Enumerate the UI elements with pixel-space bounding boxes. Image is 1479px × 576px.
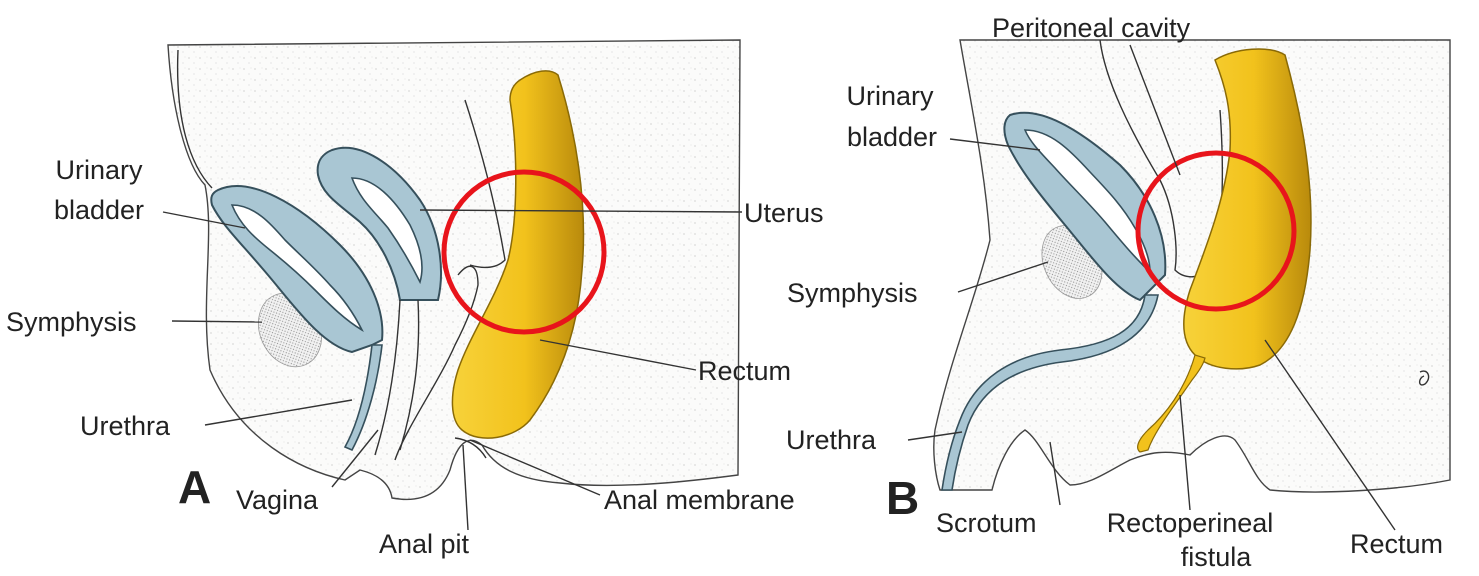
label-a-urethra: Urethra [80, 411, 171, 441]
label-b-rectum: Rectum [1350, 529, 1443, 559]
panel-b [934, 40, 1450, 492]
label-a-anal-pit: Anal pit [379, 529, 470, 559]
label-b-symphysis: Symphysis [787, 278, 918, 308]
label-a-symphysis: Symphysis [6, 307, 137, 337]
label-b-fistula-2: fistula [1181, 542, 1253, 572]
label-b-scrotum: Scrotum [936, 508, 1037, 538]
label-a-urinary-1: Urinary [55, 155, 143, 185]
panel-b-letter: B [886, 472, 919, 524]
label-b-fistula-1: Rectoperineal [1107, 508, 1274, 538]
label-b-urinary-1: Urinary [846, 81, 934, 111]
label-b-peritoneal-cavity: Peritoneal cavity [992, 13, 1191, 43]
label-a-rectum: Rectum [698, 356, 791, 386]
label-a-uterus: Uterus [744, 198, 824, 228]
panel-a [168, 40, 740, 499]
label-b-urethra: Urethra [786, 425, 877, 455]
panel-a-body-tissue [168, 40, 740, 499]
label-a-anal-membrane: Anal membrane [604, 485, 795, 515]
label-b-urinary-2: bladder [847, 122, 937, 152]
panel-b-body-tissue [934, 40, 1450, 492]
label-a-vagina: Vagina [236, 485, 319, 515]
panel-a-letter: A [178, 461, 211, 513]
label-a-urinary-2: bladder [54, 195, 144, 225]
